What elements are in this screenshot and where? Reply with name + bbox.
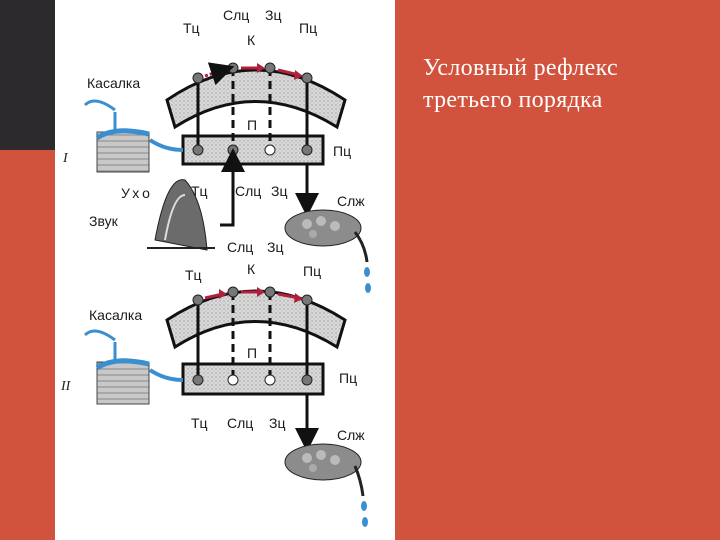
label-bottom-zc-bottom: Зц — [269, 415, 285, 431]
ear-shape — [147, 179, 215, 251]
slide-title-line1: Условный рефлекс — [423, 55, 618, 81]
label-right-pc-bottom: Пц — [339, 370, 357, 386]
slide-title: Условный рефлекс третьего порядка — [423, 52, 703, 116]
label-slc-top: Слц — [223, 7, 249, 23]
label-ear: Ухо — [121, 185, 153, 201]
label-gland-bottom: Слж — [337, 427, 365, 443]
label-touch-top: Касалка — [87, 75, 140, 91]
label-right-pc-top: Пц — [333, 143, 351, 159]
diagram-top: Тц Слц Зц Пц К П Пц Тц Слц Зц Касалка Ух… — [62, 7, 371, 293]
label-touch-bottom: Касалка — [89, 307, 142, 323]
label-sound: Звук — [89, 213, 119, 229]
label-pc-bottom: Пц — [303, 263, 321, 279]
label-slc-bottom: Слц — [227, 239, 253, 255]
label-zc-top: Зц — [265, 7, 281, 23]
label-bottom-slc-top: Слц — [235, 183, 261, 199]
label-gland-top: Слж — [337, 193, 365, 209]
label-tc-bottom: Тц — [185, 267, 202, 283]
label-bottom-slc-bottom: Слц — [227, 415, 253, 431]
gland-top — [284, 209, 371, 293]
label-subcortex-top: П — [247, 117, 257, 133]
section-label-bottom: II — [60, 379, 72, 394]
label-pc-top: Пц — [299, 20, 317, 36]
label-bottom-tc-top: Тц — [191, 183, 208, 199]
label-cortex-top: К — [247, 32, 256, 48]
label-cortex-bottom: К — [247, 261, 256, 277]
skin-block-bottom — [83, 329, 150, 405]
label-bottom-zc-top: Зц — [271, 183, 287, 199]
dark-corner-band — [0, 0, 55, 150]
gland-bottom — [284, 443, 368, 527]
section-label-top: I — [62, 151, 69, 166]
slide-title-line2: третьего порядка — [423, 87, 603, 113]
diagram-bottom: Слц Зц Тц Пц К П Пц Тц Слц Зц Касалка Сл… — [60, 239, 368, 527]
label-bottom-tc-bottom: Тц — [191, 415, 208, 431]
figure-panel: Тц Слц Зц Пц К П Пц Тц Слц Зц Касалка Ух… — [55, 0, 395, 540]
label-subcortex-bottom: П — [247, 345, 257, 361]
label-tc-top: Тц — [183, 20, 200, 36]
reflex-diagram: Тц Слц Зц Пц К П Пц Тц Слц Зц Касалка Ух… — [60, 7, 371, 527]
label-zc-bottom: Зц — [267, 239, 283, 255]
skin-block-top — [83, 99, 150, 173]
